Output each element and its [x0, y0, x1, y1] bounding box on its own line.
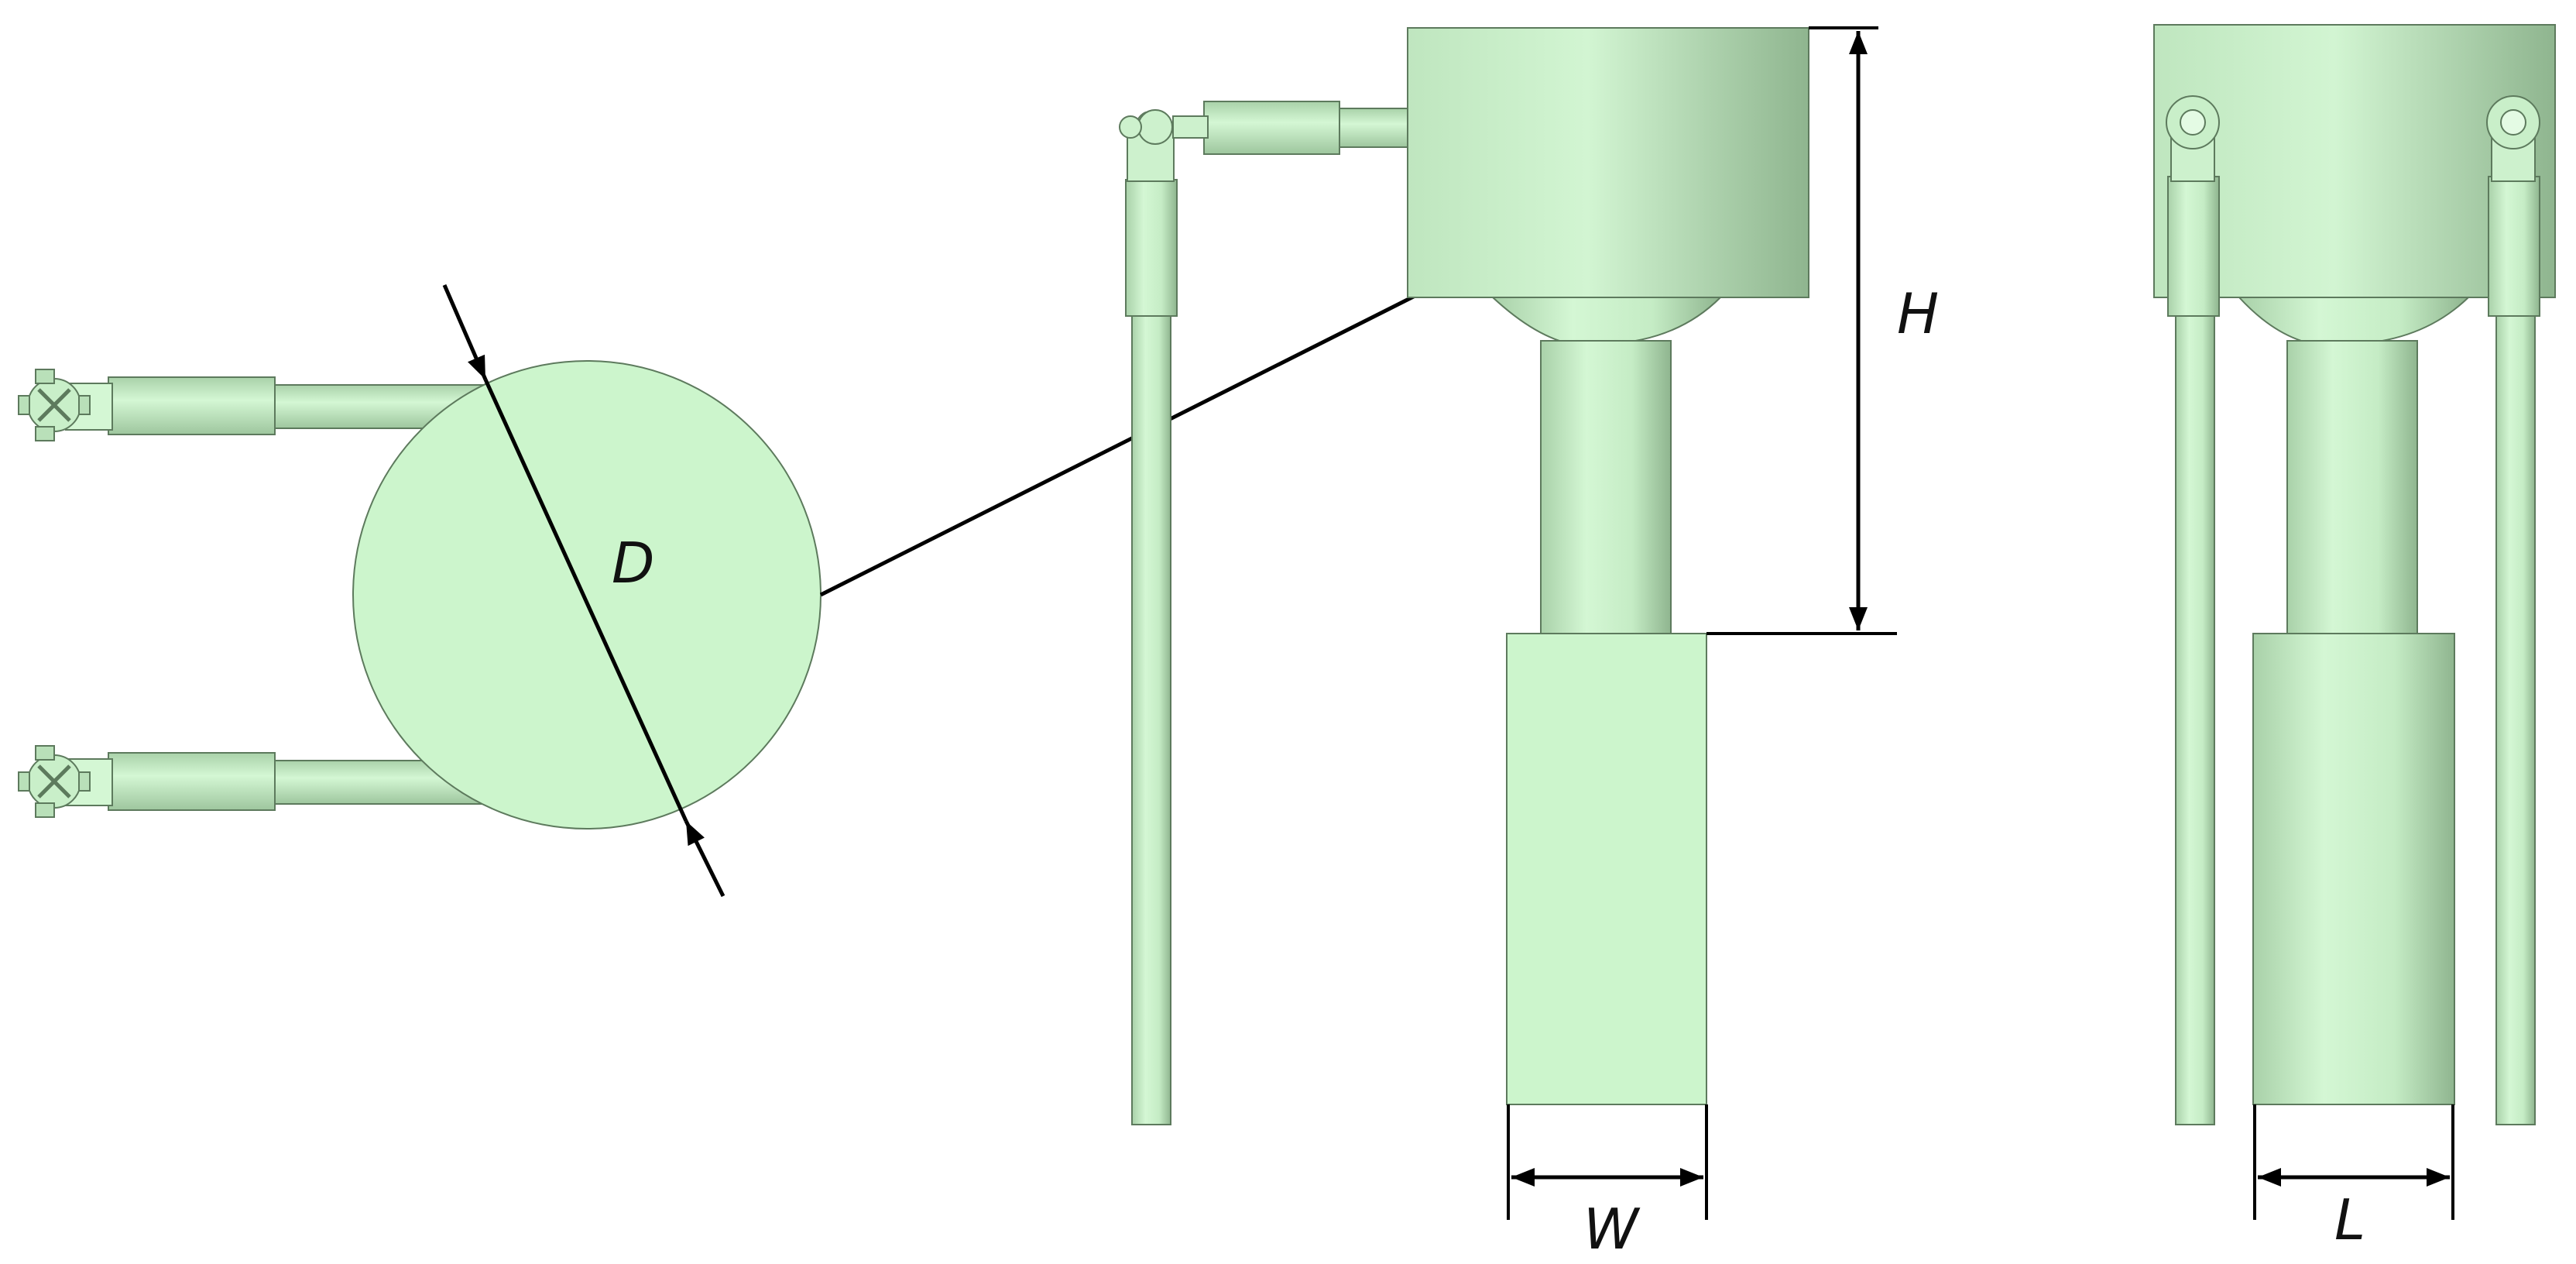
side-dome	[1490, 297, 1723, 347]
length-dimension: L	[2253, 1104, 2454, 1252]
diameter-dimension: D	[442, 284, 725, 898]
height-dimension: H	[1706, 26, 1939, 635]
length-label: L	[2334, 1187, 2365, 1252]
front-dome	[2237, 297, 2471, 347]
height-label: H	[1897, 281, 1939, 346]
side-view: H W	[1119, 26, 1939, 1262]
diameter-label: D	[612, 531, 654, 596]
lower-pivot-joint	[18, 745, 91, 818]
side-cap	[1407, 27, 1809, 298]
front-neck	[2286, 340, 2418, 634]
top-view: D	[18, 284, 822, 898]
side-rod	[1125, 111, 1178, 1125]
upper-pivot-joint	[18, 369, 91, 441]
side-neck	[1540, 340, 1672, 634]
width-label: W	[1583, 1197, 1641, 1262]
top-disc	[352, 360, 822, 830]
front-view: L	[2153, 24, 2556, 1252]
width-dimension: W	[1507, 1104, 1708, 1262]
side-base	[1506, 633, 1707, 1105]
front-left-rod	[2166, 95, 2220, 1125]
front-right-rod	[2486, 95, 2540, 1125]
front-base	[2252, 633, 2455, 1105]
